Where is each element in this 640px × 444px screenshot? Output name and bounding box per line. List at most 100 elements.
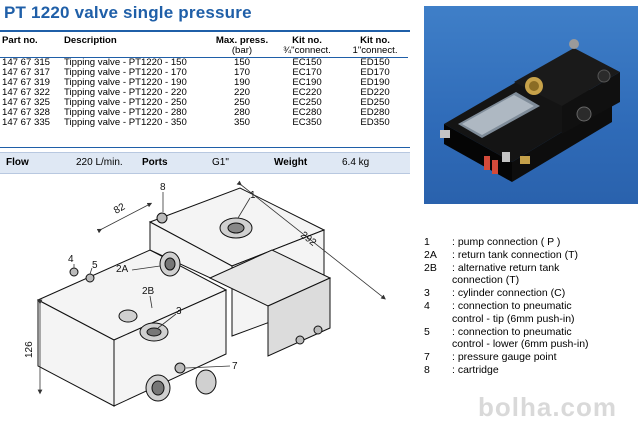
legend-item: 4: connection to pneumatic [424, 300, 638, 313]
kit-a-cell: EC350 [292, 117, 322, 128]
legend-key: 3 [424, 287, 430, 300]
table-bottom-rule [0, 147, 410, 148]
legend-item: 8 : cartridge [424, 364, 638, 377]
legend-text: : alternative return tank [452, 261, 560, 274]
part-no-cell: 147 67 317 [2, 67, 51, 78]
callout-5: 5 [92, 260, 98, 271]
table-row: 147 67 315 Tipping valve - PT1220 - 150 15… [0, 58, 408, 69]
kit-b-cell: ED150 [360, 57, 390, 68]
col-max-press-label: Max. press. [215, 35, 269, 46]
col-part-no: Part no. [0, 35, 62, 58]
legend-text: control - lower (6mm push-in) [452, 338, 589, 351]
legend-text: : cartridge [452, 363, 499, 376]
weight-value: 6.4 kg [342, 157, 370, 168]
col-kit-a-label: Kit no. [292, 35, 322, 46]
callout-2a: 2A [116, 264, 129, 275]
legend-item: 2A : return tank connection (T) [424, 249, 638, 262]
description-cell: Tipping valve - PT1220 - 350 [64, 117, 187, 128]
page-title: PT 1220 valve single pressure [4, 3, 252, 22]
callout-2b: 2B [142, 286, 155, 297]
legend-item: 7 : pressure gauge point [424, 351, 638, 364]
legend-item: 2B : alternative return tank [424, 262, 638, 275]
legend-key: 2B [424, 261, 437, 274]
legend-key [424, 274, 452, 287]
callout-4: 4 [68, 254, 74, 265]
dim-82-label: 82 [112, 201, 128, 216]
table-row: 147 67 317 Tipping valve - PT1220 - 170 17… [0, 68, 408, 78]
callout-8: 8 [160, 182, 166, 193]
product-photo [424, 6, 638, 204]
legend-item: control - tip (6mm push-in) [424, 313, 638, 326]
description-cell: Tipping valve - PT1220 - 150 [64, 57, 187, 68]
dimension-drawing: 82 292 126 8 1 4 5 2A 2B 3 7 [0, 178, 410, 439]
legend-text: : pump connection ( P ) [452, 236, 561, 248]
kit-b-cell: ED280 [360, 107, 390, 118]
max-press-cell: 170 [233, 67, 250, 78]
kit-b-cell: ED190 [360, 77, 390, 88]
properties-bar: Flow 220 L/min. Ports G1" Weight 6.4 kg [0, 152, 410, 174]
part-no-cell: 147 67 322 [2, 87, 51, 98]
connection-legend: 1 : pump connection ( P ) 2A : return tank … [424, 236, 638, 377]
legend-text: : pressure gauge point [452, 351, 557, 364]
description-cell: Tipping valve - PT1220 - 170 [64, 67, 187, 78]
col-kit-a: Kit no. ¾"connect. [272, 35, 342, 58]
legend-key: 4 [424, 299, 430, 312]
valve-line-drawing: 82 292 126 8 1 4 5 2A 2B 3 7 [24, 180, 386, 407]
legend-item: control - lower (6mm push-in) [424, 338, 638, 351]
max-press-cell: 250 [233, 97, 250, 108]
callout-3: 3 [176, 306, 182, 317]
kit-b-cell: ED350 [360, 117, 390, 128]
flow-label: Flow [6, 157, 29, 168]
kit-a-cell: EC150 [292, 57, 322, 68]
kit-a-cell: EC190 [292, 77, 322, 88]
valve-photo-image [440, 39, 620, 182]
max-press-cell: 190 [233, 77, 250, 88]
ports-value: G1" [212, 157, 229, 168]
part-no-cell: 147 67 325 [2, 97, 51, 108]
kit-b-cell: ED220 [360, 87, 390, 98]
legend-key: 8 [424, 363, 430, 376]
kit-a-cell: EC280 [292, 107, 322, 118]
spec-table: Part no. Description Max. press. (bar) K… [0, 35, 408, 128]
col-kit-a-sub: ¾"connect. [283, 45, 331, 56]
description-cell: Tipping valve - PT1220 - 220 [64, 87, 187, 98]
description-cell: Tipping valve - PT1220 - 190 [64, 77, 187, 88]
kit-b-cell: ED170 [360, 67, 390, 78]
col-kit-b-label: Kit no. [360, 35, 390, 46]
legend-key: 2A [424, 248, 437, 261]
kit-b-cell: ED250 [360, 97, 390, 108]
legend-text: : return tank connection (T) [452, 248, 579, 261]
description-cell: Tipping valve - PT1220 - 280 [64, 107, 187, 118]
max-press-cell: 150 [233, 57, 250, 68]
legend-text: connection (T) [452, 274, 520, 287]
title-divider [0, 30, 410, 32]
legend-item: 3 : cylinder connection (C) [424, 287, 638, 300]
col-max-press-unit: (bar) [231, 45, 253, 56]
col-kit-b-sub: 1"connect. [352, 45, 398, 56]
kit-a-cell: EC250 [292, 97, 322, 108]
legend-item: connection (T) [424, 274, 638, 287]
legend-text: : cylinder connection (C) [452, 287, 566, 300]
table-row: 147 67 325 Tipping valve - PT1220 - 250 25… [0, 98, 408, 108]
callout-1: 1 [250, 190, 256, 201]
max-press-cell: 220 [233, 87, 250, 98]
part-no-cell: 147 67 315 [2, 57, 51, 68]
dim-126-label: 126 [24, 341, 35, 358]
legend-key: 7 [424, 351, 430, 364]
legend-text: control - tip (6mm push-in) [452, 312, 575, 325]
table-row: 147 67 335 Tipping valve - PT1220 - 350 35… [0, 118, 408, 128]
legend-key: 1 [424, 236, 430, 248]
description-cell: Tipping valve - PT1220 - 250 [64, 97, 187, 108]
part-no-cell: 147 67 335 [2, 117, 51, 128]
kit-a-cell: EC170 [292, 67, 322, 78]
flow-value: 220 L/min. [76, 157, 123, 168]
legend-text: : connection to pneumatic [452, 325, 572, 338]
table-header-row: Part no. Description Max. press. (bar) K… [0, 35, 408, 58]
watermark: bolha.com [478, 392, 618, 422]
max-press-cell: 350 [233, 117, 250, 128]
legend-item: 5: connection to pneumatic [424, 326, 638, 339]
part-no-cell: 147 67 328 [2, 107, 51, 118]
legend-key [424, 338, 452, 351]
